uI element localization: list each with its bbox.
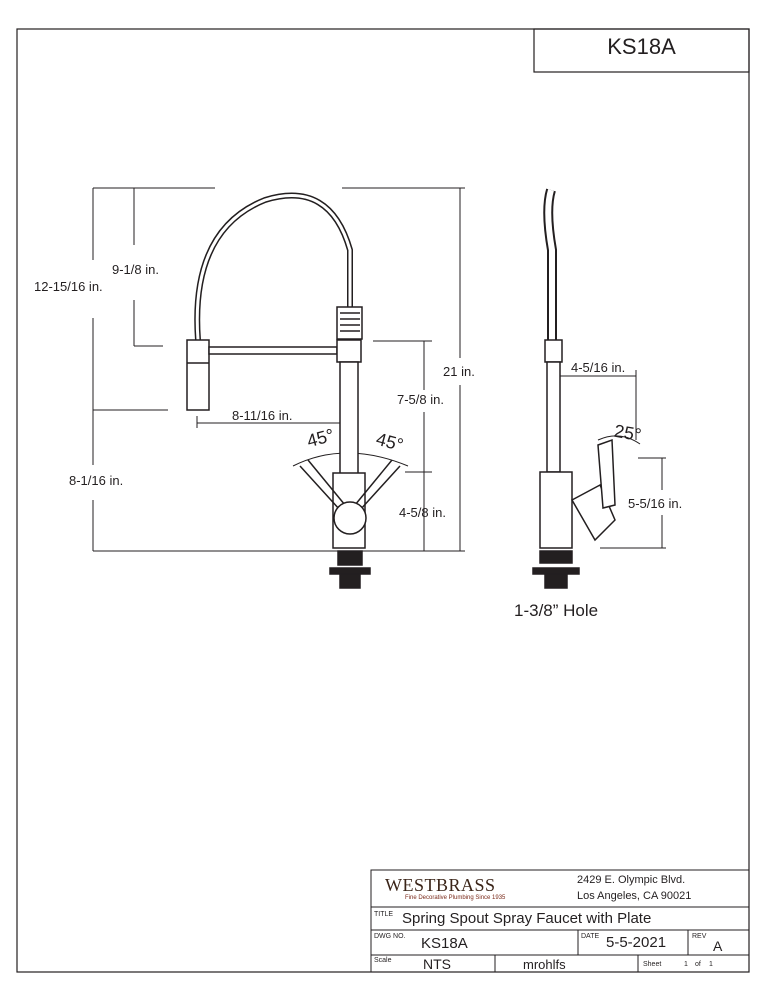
dim-coil-height: 9-1/8 in. <box>112 262 159 277</box>
drawn-by: mrohlfs <box>523 957 566 972</box>
dim-overall-height: 21 in. <box>443 364 475 379</box>
rev-value: A <box>713 938 723 954</box>
date-value: 5-5-2021 <box>606 934 667 951</box>
address-line1: 2429 E. Olympic Blvd. <box>577 874 686 886</box>
side-dimension-lines <box>560 370 666 549</box>
hole-label: 1-3/8” Hole <box>514 601 599 620</box>
brand-tagline: Fine Decorative Plumbing Since 1935 <box>405 895 506 901</box>
scale-label: Scale <box>374 957 392 964</box>
rev-label: REV <box>692 933 707 940</box>
sheet-label: Sheet <box>643 961 662 968</box>
scale-value: NTS <box>423 956 451 972</box>
front-faucet <box>186 192 401 589</box>
title-label: TITLE <box>374 911 394 918</box>
model-number: KS18A <box>607 34 676 59</box>
sheet-number: 1 <box>684 961 688 968</box>
dim-handle-height: 4-5/8 in. <box>399 505 446 520</box>
brand-logo: WESTBRASS <box>385 875 496 895</box>
drawing-title: Spring Spout Spray Faucet with Plate <box>402 910 652 927</box>
dim-spout-top: 12-15/16 in. <box>34 279 103 294</box>
address-line2: Los Angeles, CA 90021 <box>577 890 692 902</box>
title-block-lines <box>370 869 750 973</box>
dim-joint-to-handle: 7-5/8 in. <box>397 392 444 407</box>
dim-side-handle: 5-5/16 in. <box>628 496 683 511</box>
model-box <box>533 28 750 73</box>
sheet-of: of <box>695 961 701 968</box>
date-label: DATE <box>581 933 600 940</box>
angle-side: 25° <box>612 420 643 446</box>
side-faucet <box>532 188 616 589</box>
dim-spray-bottom: 8-1/16 in. <box>69 473 124 488</box>
sheet-total: 1 <box>709 961 713 968</box>
dwg-label: DWG NO. <box>374 933 406 940</box>
dim-spout-reach: 8-11/16 in. <box>232 408 293 423</box>
front-dimension-lines <box>92 187 465 552</box>
dim-side-reach: 4-5/16 in. <box>571 360 626 375</box>
dwg-number: KS18A <box>421 935 468 952</box>
